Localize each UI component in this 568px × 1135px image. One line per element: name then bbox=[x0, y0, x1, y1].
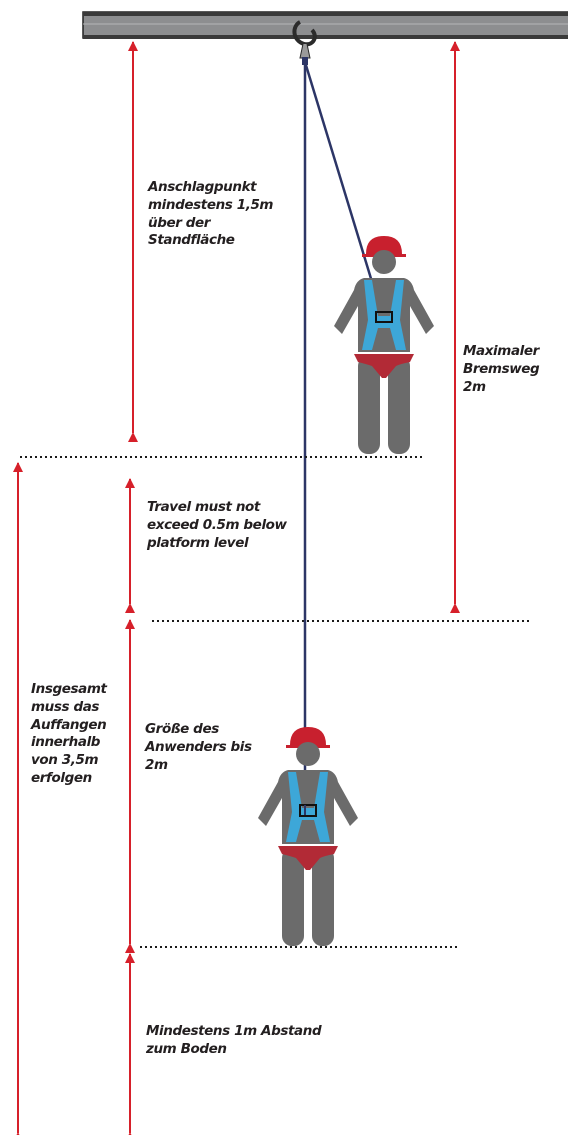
i-beam bbox=[82, 11, 568, 39]
beam-body bbox=[82, 11, 568, 39]
helmet-icon bbox=[286, 727, 330, 748]
max-braking-label: Maximaler Bremsweg 2m bbox=[463, 343, 540, 395]
lanyard-rope-upper bbox=[303, 61, 385, 319]
beam-bottom-flange bbox=[83, 35, 568, 39]
helmet-icon bbox=[362, 236, 406, 257]
anchor-point-label: Anschlagpunkt mindestens 1,5m über der S… bbox=[148, 179, 274, 249]
anchor-hook-icon bbox=[292, 20, 317, 65]
total-label: Insgesamt muss das Auffangen innerhalb v… bbox=[31, 681, 107, 787]
lower-worker-figure bbox=[258, 727, 358, 946]
ground-clearance-label: Mindestens 1m Abstand zum Boden bbox=[146, 1023, 322, 1057]
user-height-label: Größe des Anwenders bis 2m bbox=[145, 721, 252, 773]
upper-worker-figure bbox=[334, 236, 434, 454]
beam-top-flange bbox=[83, 12, 568, 16]
travel-label: Travel must not exceed 0.5m below platfo… bbox=[147, 499, 287, 551]
